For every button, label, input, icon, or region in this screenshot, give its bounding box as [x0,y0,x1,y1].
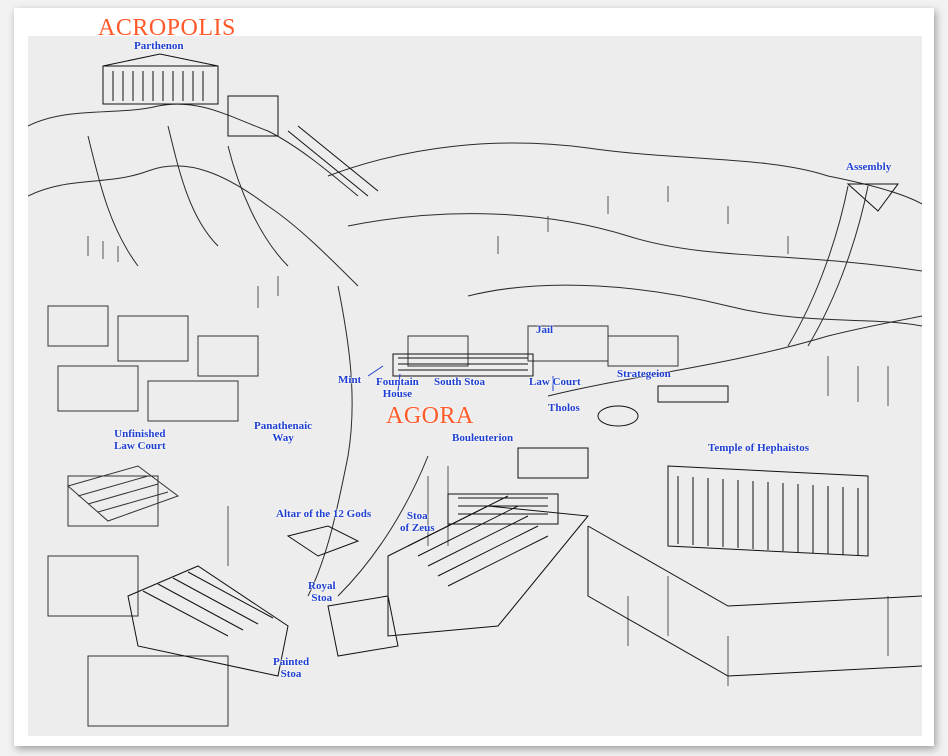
label-tholos: Tholos [548,402,580,414]
ancient-athens-drawing [28,53,922,727]
label-jail: Jail [536,324,554,336]
agora-title: AGORA [386,403,474,429]
label-temple-of-hephaistos: Temple of Hephaistos [708,442,810,454]
label-altar-of-the-12-gods: Altar of the 12 Gods [276,508,372,520]
label-parthenon: Parthenon [134,40,184,52]
map-frame: ACROPOLIS AGORA Parthenon Assembly Jail … [14,8,934,746]
label-painted-stoa: Painted Stoa [273,656,310,680]
acropolis-title: ACROPOLIS [98,15,236,41]
label-assembly: Assembly [846,161,892,173]
label-bouleuterion: Bouleuterion [452,432,514,444]
map-illustration [28,36,922,736]
label-mint: Mint [338,374,362,386]
label-unfinished-law-court: Unfinished Law Court [114,428,166,452]
label-south-stoa: South Stoa [434,376,486,388]
label-strategeion: Strategeion [617,368,671,380]
label-royal-stoa: Royal Stoa [308,580,336,604]
label-panathenaic-way: Panathenaic Way [254,420,313,444]
label-fountain-house: Fountain House [376,376,419,400]
label-law-court: Law Court [529,376,581,388]
label-stoa-of-zeus: Stoa of Zeus [400,510,435,534]
